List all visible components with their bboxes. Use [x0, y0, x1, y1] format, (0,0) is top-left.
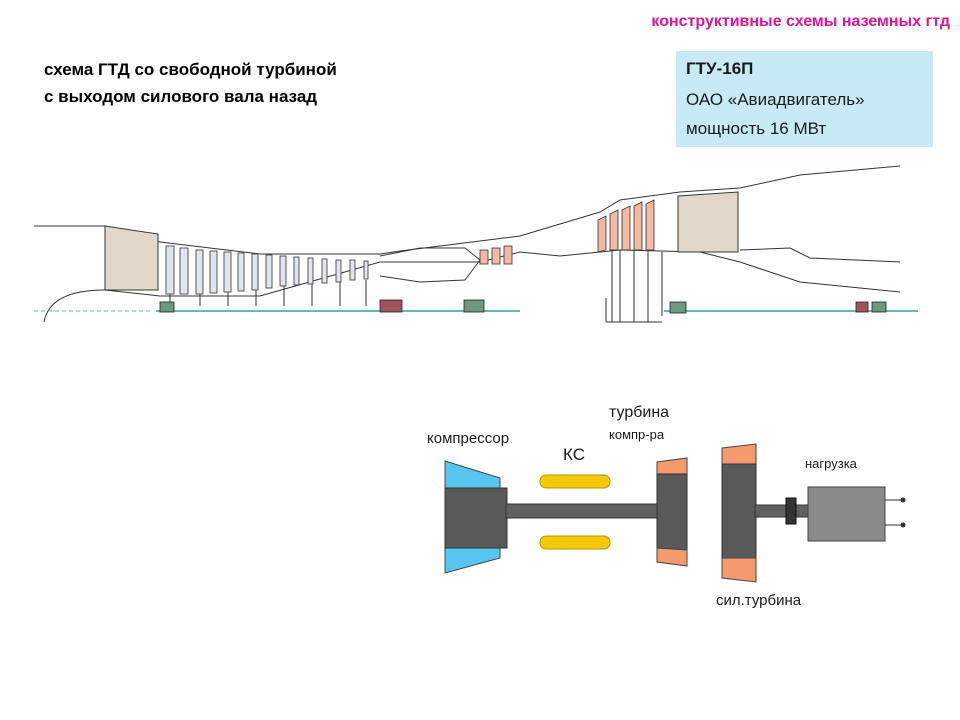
casing-outer-line — [34, 165, 901, 255]
engine-info-box: ГТУ-16П ОАО «Авиадвигатель» мощность 16 … — [676, 51, 933, 147]
exhaust-outline — [739, 247, 901, 263]
label-turbine-sub: компр-ра — [609, 427, 665, 442]
engine-name: ГТУ-16П — [686, 59, 754, 78]
combustor-outline — [379, 247, 481, 283]
engine-power: мощность 16 МВт — [686, 119, 827, 138]
exhaust-frame — [677, 191, 739, 253]
free-turbine-blades — [597, 199, 655, 253]
compressor-stages — [165, 245, 369, 295]
power-turbine-blade-top — [721, 443, 757, 467]
flow-inner-line — [104, 249, 901, 297]
hp-turbine-blades — [479, 245, 513, 265]
hp-turbine-blade-bottom — [656, 547, 688, 567]
scheme-title-line-1: схема ГТД со свободной турбиной — [44, 60, 337, 79]
inlet-guide-vane — [104, 225, 159, 291]
combustor-bottom — [539, 535, 611, 550]
inlet-curve — [43, 289, 106, 323]
hp-shaft — [505, 503, 659, 519]
load-terminal-dot-top — [900, 497, 906, 503]
turbine-struts — [605, 250, 663, 323]
bearings — [159, 299, 887, 314]
scheme-title-line-2: с выходом силового вала назад — [44, 87, 318, 106]
hp-turbine-blade-top — [656, 457, 688, 477]
power-turbine-rotor — [721, 463, 757, 559]
compressor-blade-bottom — [444, 545, 501, 574]
output-shaft — [754, 504, 812, 518]
label-compressor: компрессор — [427, 430, 510, 447]
shaft-coupling — [785, 497, 797, 525]
engine-manufacturer: ОАО «Авиадвигатель» — [686, 90, 865, 109]
hp-turbine-rotor — [656, 473, 688, 551]
power-turbine-blade-bottom — [721, 557, 757, 583]
label-load: нагрузка — [805, 456, 857, 471]
label-combustor: КС — [563, 445, 585, 464]
load-terminal-dot-bottom — [900, 522, 906, 528]
label-power-turbine: сил.турбина — [716, 592, 802, 609]
page-header-title: конструктивные схемы наземных гтд — [651, 13, 950, 30]
scheme-title: схема ГТД со свободной турбиной с выходо… — [44, 56, 337, 110]
load-block — [807, 486, 886, 542]
compressor-rotor — [444, 487, 508, 549]
compressor-blade-top — [444, 460, 501, 491]
label-turbine: турбина — [609, 404, 670, 421]
combustor-top — [539, 474, 611, 489]
